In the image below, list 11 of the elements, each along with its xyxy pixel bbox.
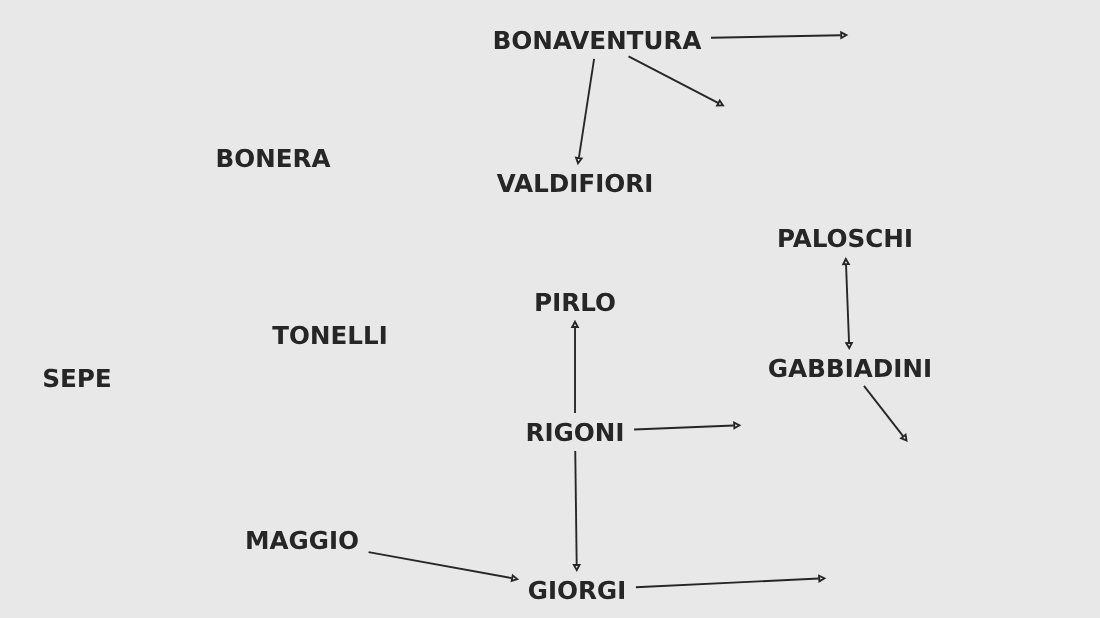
- player-name: VALDIFIORI: [496, 173, 652, 193]
- player-name: RIGONI: [527, 422, 623, 442]
- player-name: PIRLO: [536, 292, 615, 312]
- player-name: BONERA: [217, 148, 331, 168]
- player-name: GABBIADINI: [769, 358, 930, 378]
- player-name: BONAVENTURA: [494, 30, 702, 50]
- player-name: GIORGI: [528, 580, 624, 600]
- player-name: TONELLI: [272, 325, 386, 345]
- player-name: SEPE: [44, 368, 110, 388]
- player-name: PALOSCHI: [779, 228, 911, 248]
- player-name: MAGGIO: [247, 530, 358, 550]
